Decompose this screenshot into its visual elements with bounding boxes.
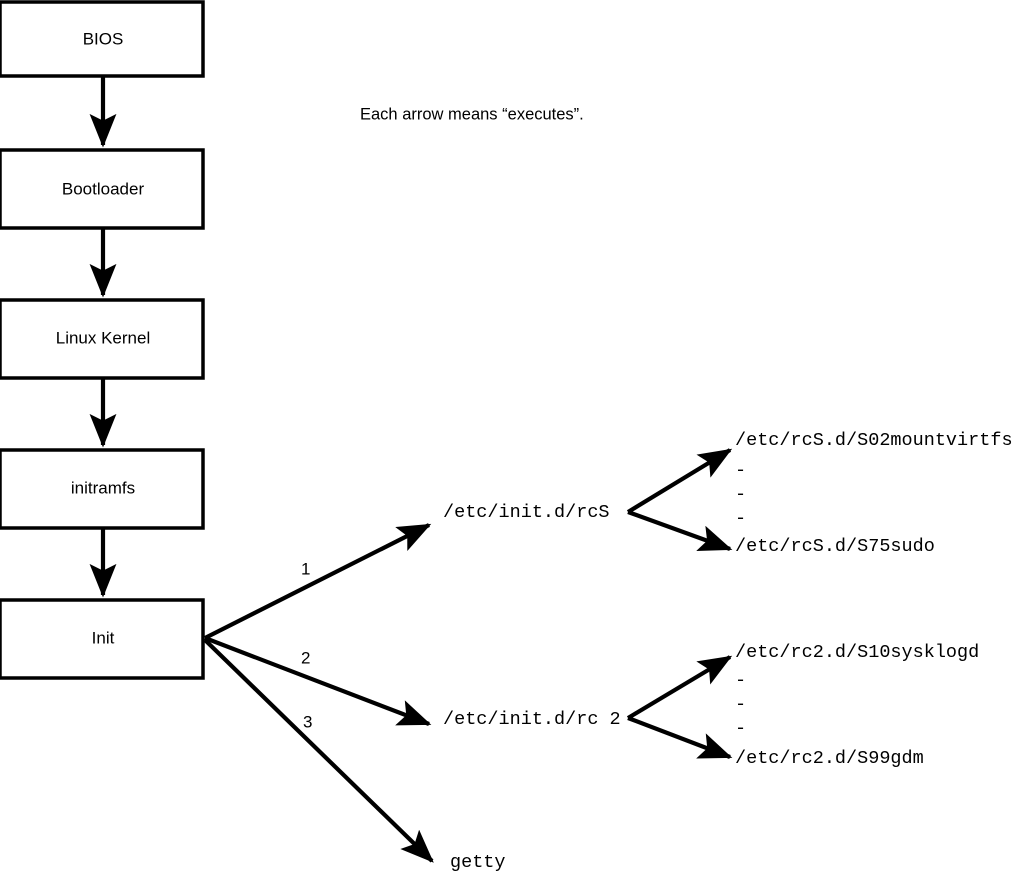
label-rcs-ellipsis-2: - xyxy=(735,484,746,505)
box-bootloader: Bootloader xyxy=(0,148,205,230)
label-rc2-ellipsis-3: - xyxy=(735,718,746,739)
branch-number-1: 1 xyxy=(301,559,310,578)
label-rcs-ellipsis-3: - xyxy=(735,508,746,529)
arrow-rc2-to-last-script xyxy=(627,716,733,759)
box-initramfs: initramfs xyxy=(0,448,205,530)
arrow-rcs-to-last-script xyxy=(627,510,733,552)
arrow-init-to-rc2 xyxy=(204,636,432,726)
box-linux-kernel: Linux Kernel xyxy=(0,298,205,380)
label-rcs-first-script: /etc/rcS.d/S02mountvirtfs xyxy=(735,430,1013,451)
box-initramfs-rect xyxy=(0,448,205,530)
box-linux-kernel-label: Linux Kernel xyxy=(56,328,151,347)
box-linux-kernel-rect xyxy=(0,298,205,380)
label-rc2-last-script: /etc/rc2.d/S99gdm xyxy=(735,748,924,769)
label-init-d-rcs: /etc/init.d/rcS xyxy=(443,502,610,523)
branch-number-2: 2 xyxy=(301,648,310,667)
box-bios: BIOS xyxy=(0,0,205,78)
label-rcs-last-script: /etc/rcS.d/S75sudo xyxy=(735,536,935,557)
label-init-d-rc2: /etc/init.d/rc 2 xyxy=(443,709,621,730)
box-bios-rect xyxy=(0,0,205,78)
box-bootloader-rect xyxy=(0,148,205,230)
box-bootloader-label: Bootloader xyxy=(62,179,145,198)
box-initramfs-label: initramfs xyxy=(71,478,135,497)
label-getty: getty xyxy=(450,852,506,873)
box-bios-label: BIOS xyxy=(83,29,124,48)
arrow-rc2-to-first-script xyxy=(626,655,733,720)
box-init-rect xyxy=(0,598,205,680)
label-rc2-ellipsis-1: - xyxy=(735,670,746,691)
label-rc2-first-script: /etc/rc2.d/S10sysklogd xyxy=(735,642,979,663)
label-rc2-ellipsis-2: - xyxy=(735,694,746,715)
arrow-rcs-to-first-script xyxy=(626,448,733,514)
box-init-label: Init xyxy=(92,628,115,647)
arrow-init-to-rcs xyxy=(204,523,432,640)
box-init: Init xyxy=(0,598,205,680)
arrow-init-to-getty xyxy=(203,638,434,863)
diagram-caption: Each arrow means “executes”. xyxy=(360,105,584,123)
branch-number-3: 3 xyxy=(303,712,312,731)
label-rcs-ellipsis-1: - xyxy=(735,460,746,481)
